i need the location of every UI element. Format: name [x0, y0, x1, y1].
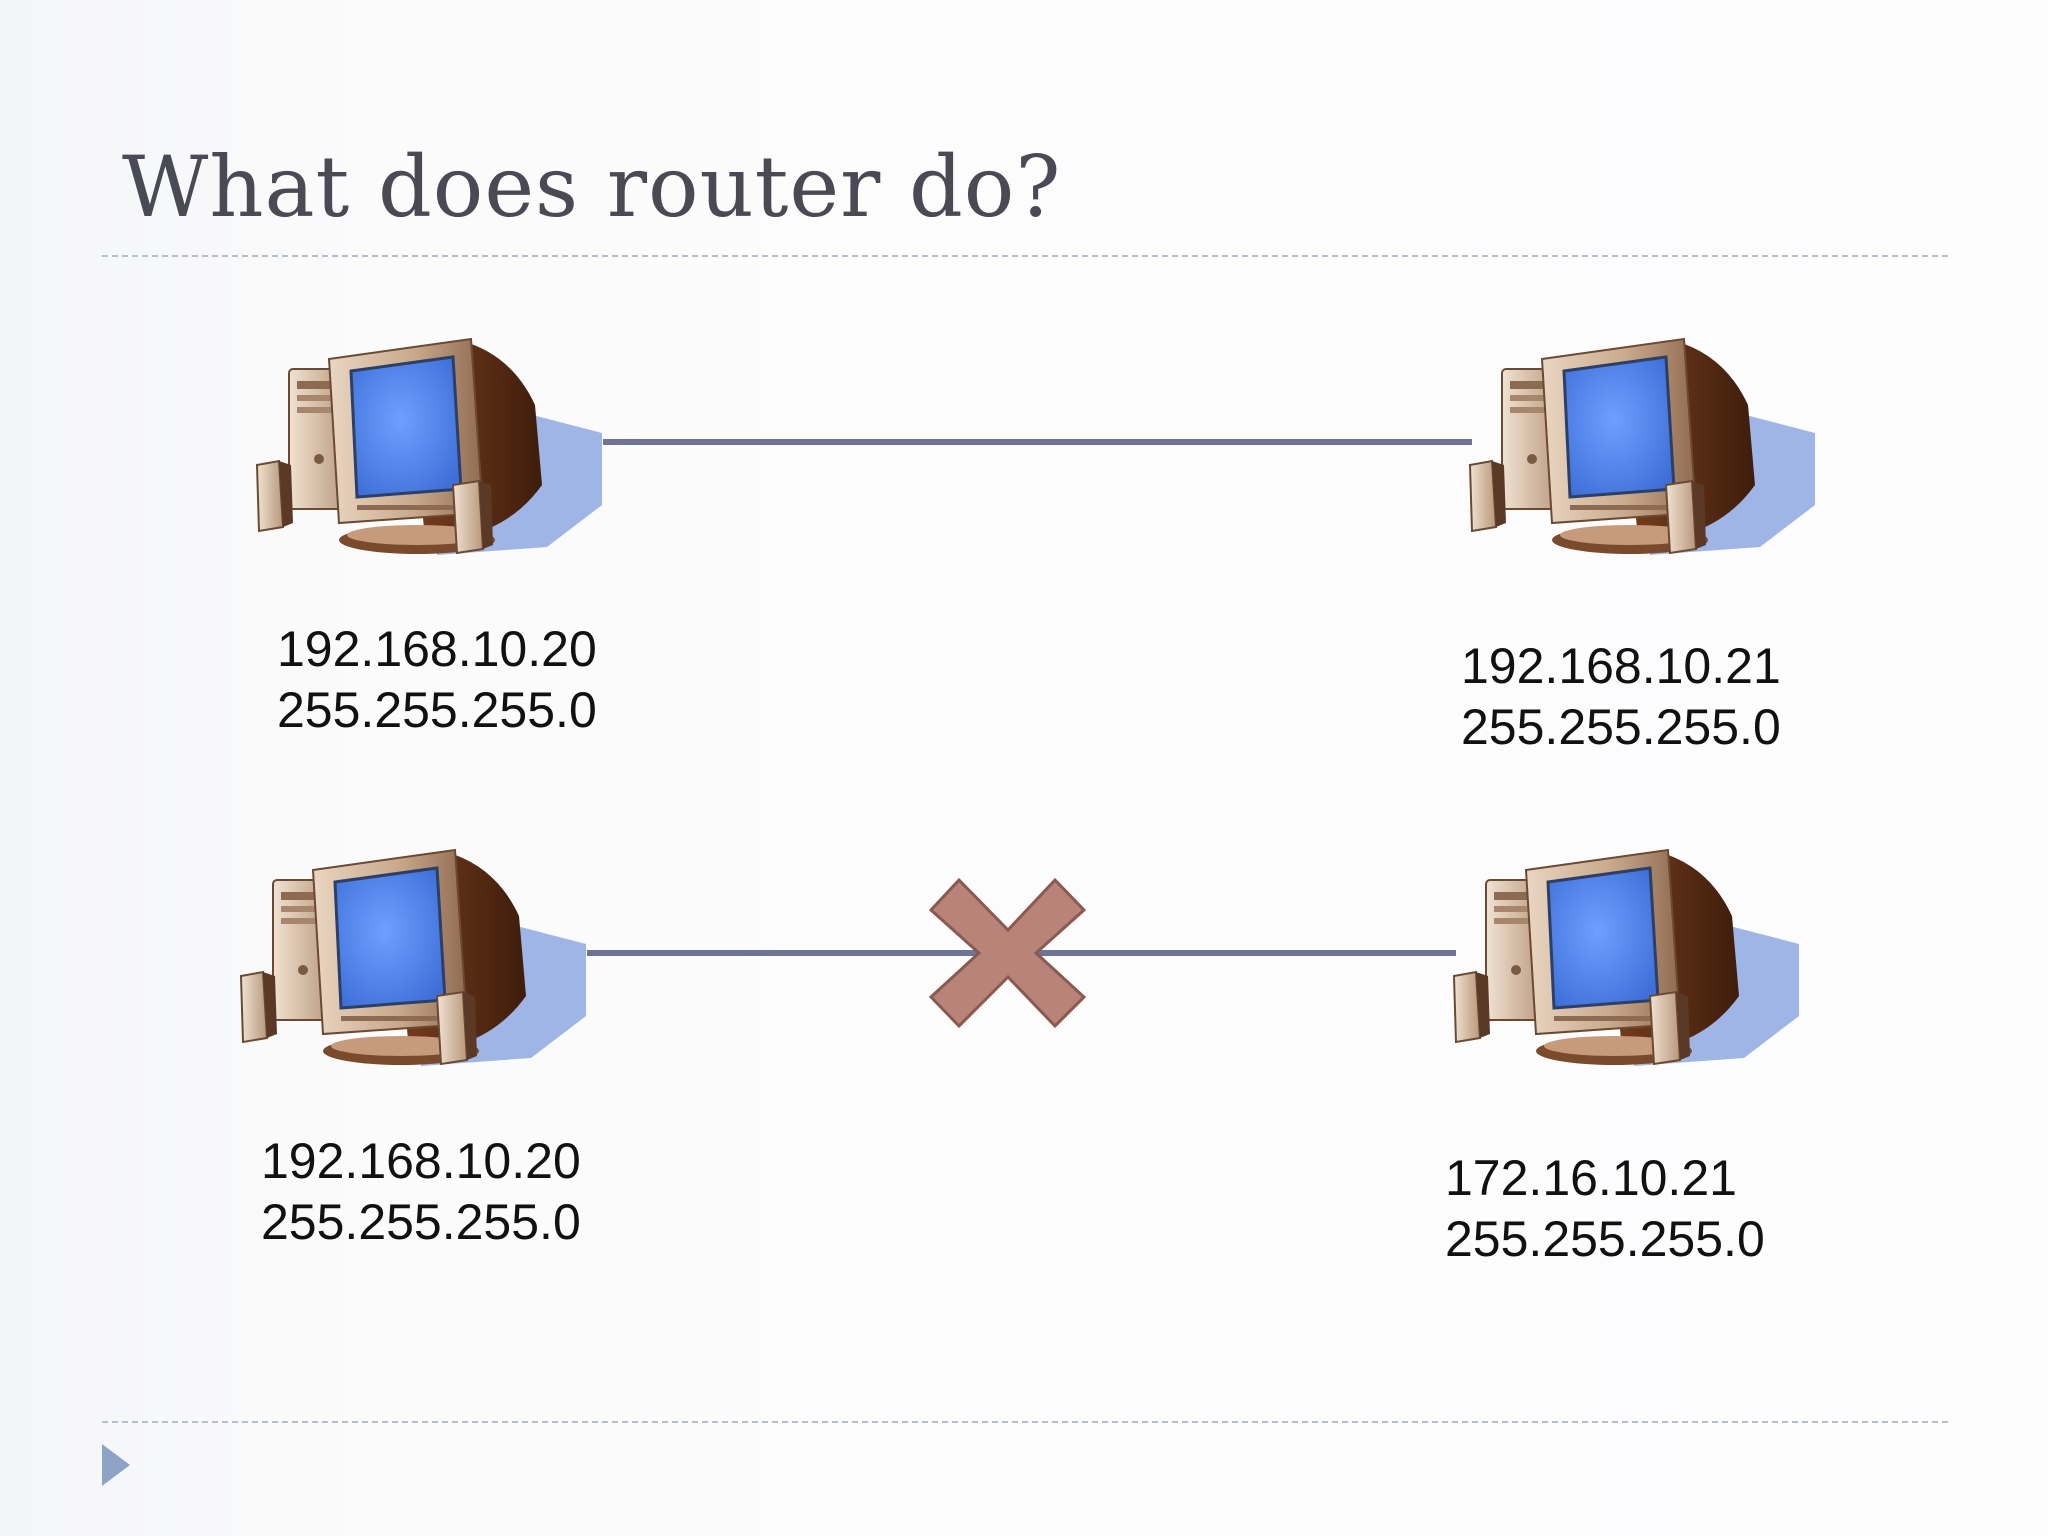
footer-divider [102, 1421, 1948, 1423]
host-address-top-left: 192.168.10.20 255.255.255.0 [277, 619, 597, 741]
computer-icon-bottom-left [239, 848, 588, 1068]
computer-icon-top-right [1468, 337, 1817, 557]
subnet-mask: 255.255.255.0 [261, 1194, 581, 1250]
computer-icon-bottom-right [1452, 848, 1801, 1068]
host-address-top-right: 192.168.10.21 255.255.255.0 [1461, 636, 1781, 758]
subnet-mask: 255.255.255.0 [1461, 699, 1781, 755]
x-mark-icon [928, 877, 1087, 1029]
triangle-bullet-icon [102, 1444, 130, 1486]
ip-address: 192.168.10.21 [1461, 638, 1781, 694]
ip-address: 192.168.10.20 [261, 1133, 581, 1189]
slide-title: What does router do? [122, 138, 1062, 236]
subnet-mask: 255.255.255.0 [277, 682, 597, 738]
title-divider [102, 255, 1948, 257]
host-address-bottom-right: 172.16.10.21 255.255.255.0 [1445, 1148, 1765, 1270]
computer-icon-top-left [255, 337, 604, 557]
subnet-mask: 255.255.255.0 [1445, 1211, 1765, 1267]
ip-address: 192.168.10.20 [277, 621, 597, 677]
host-address-bottom-left: 192.168.10.20 255.255.255.0 [261, 1131, 581, 1253]
ip-address: 172.16.10.21 [1445, 1150, 1737, 1206]
